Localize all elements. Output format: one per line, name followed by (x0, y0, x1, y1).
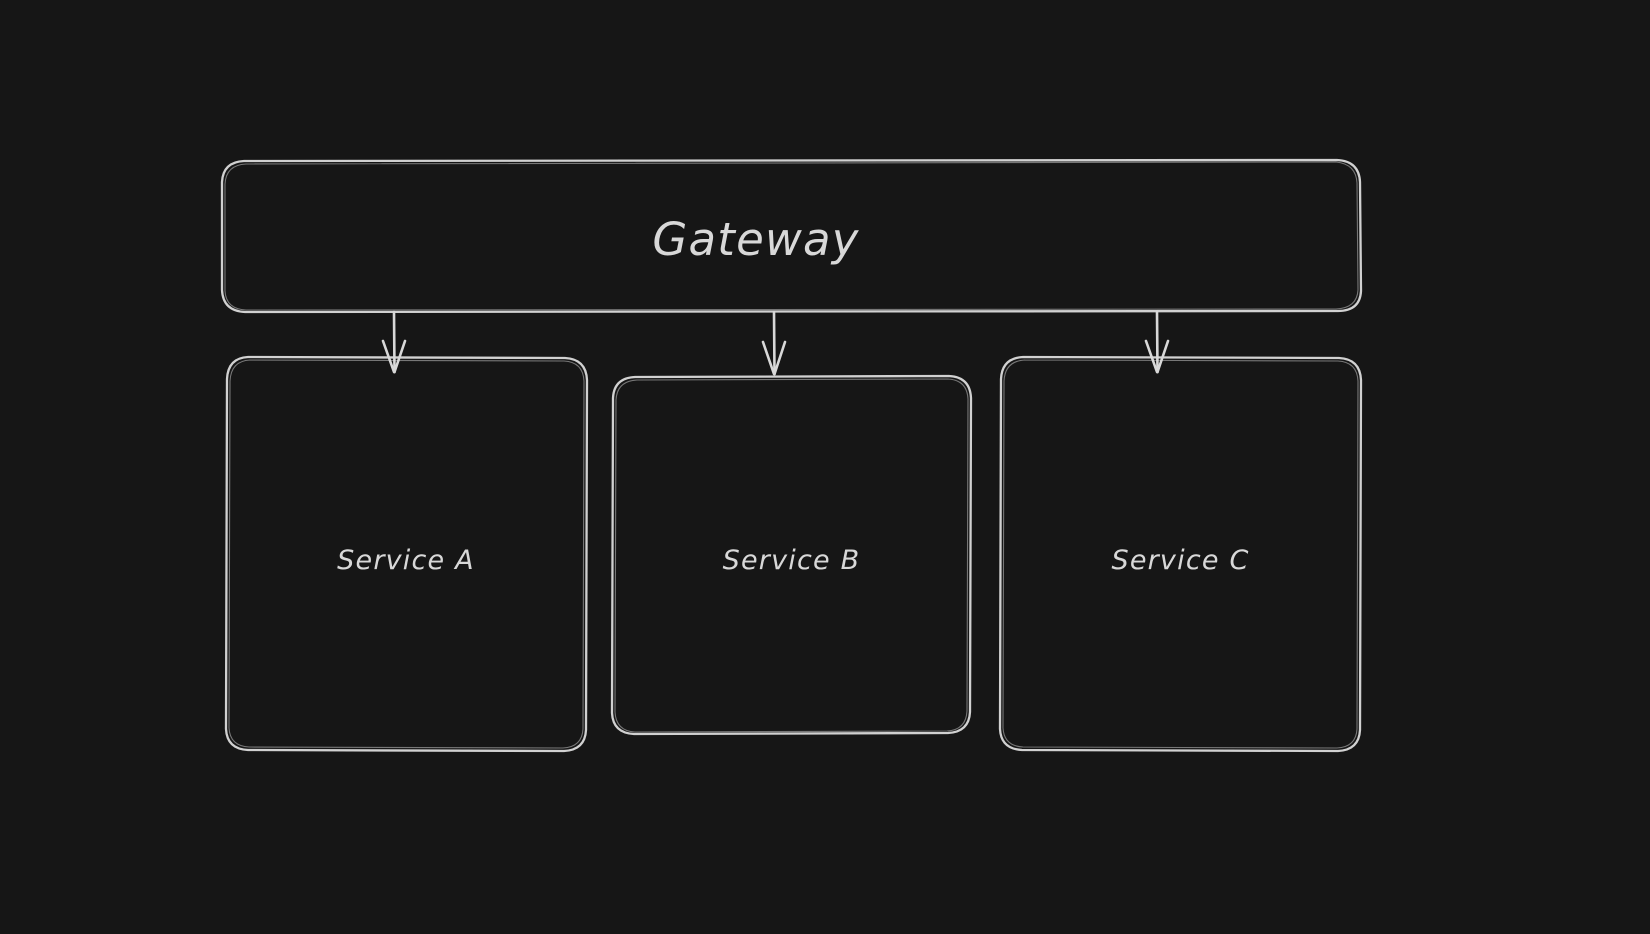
edge-gateway-service-c[interactable] (1144, 310, 1170, 374)
node-shape-service-a[interactable] (224, 355, 589, 753)
node-shape-service-c[interactable] (998, 355, 1363, 753)
node-label-service-a: Service A (337, 545, 475, 576)
node-shape-gateway[interactable] (220, 158, 1363, 314)
node-label-gateway: Gateway (652, 213, 860, 266)
node-shape-service-b[interactable] (610, 374, 973, 736)
node-label-service-b: Service B (722, 545, 861, 576)
edge-gateway-service-a[interactable] (381, 310, 407, 374)
node-label-service-c: Service C (1111, 545, 1250, 576)
edge-gateway-service-b[interactable] (761, 310, 787, 376)
